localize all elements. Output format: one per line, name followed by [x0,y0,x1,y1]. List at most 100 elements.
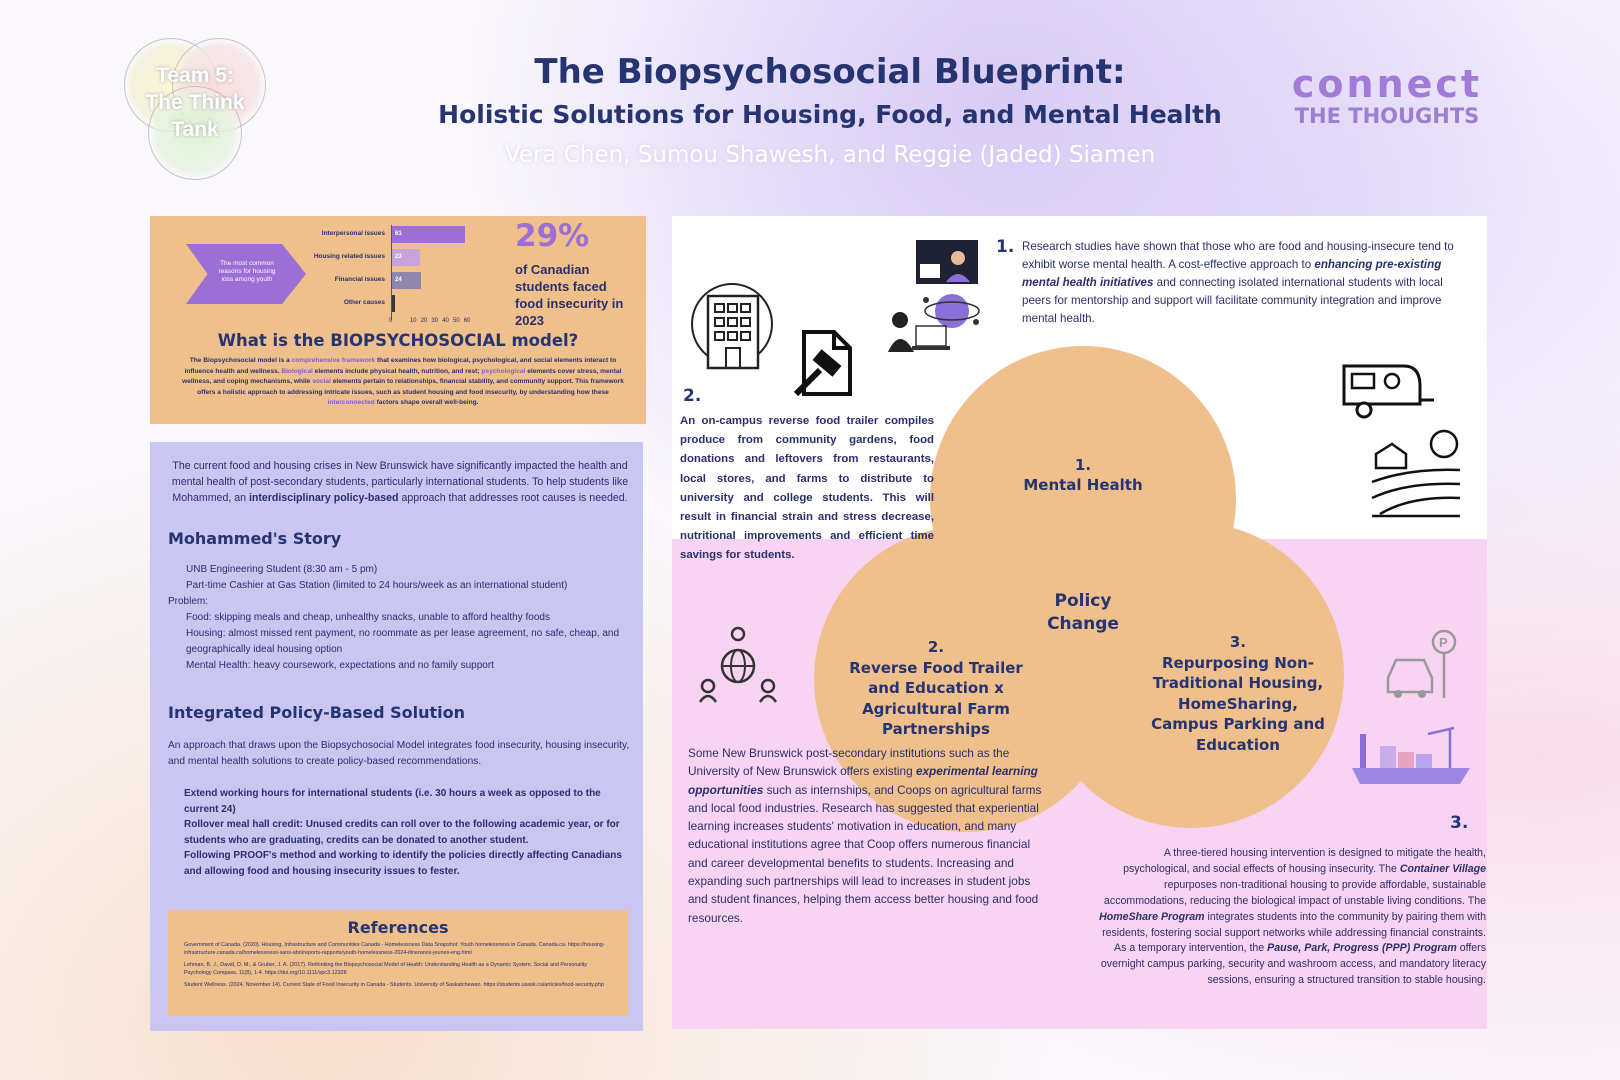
story-line: UNB Engineering Student (8:30 am - 5 pm) [186,564,378,575]
farm-field-icon [1370,428,1462,518]
point3-number: 3. [1450,813,1469,833]
bar: 23 [392,249,420,266]
reference-item: Student Wellness. (2024, November 14). C… [184,982,604,988]
story-line: Part-time Cashier at Gas Station (limite… [186,580,568,591]
point2-paragraph: An on-campus reverse food trailer compil… [680,415,934,562]
brand-line2: THE THOUGHTS [1294,104,1480,128]
story-body: UNB Engineering Student (8:30 am - 5 pm)… [168,562,638,674]
highlight: psychological [481,367,526,375]
text: and connecting isolated international st… [1022,276,1443,325]
venn-circle-housing [1038,522,1344,828]
stat-value: 29% [515,218,590,254]
problem-mental: Mental Health: heavy coursework, expecta… [186,660,494,671]
solution-heading: Integrated Policy-Based Solution [168,703,466,722]
venn-label-2: 2. Reverse Food Trailer and Education x … [846,637,1026,740]
story-heading: Mohammed's Story [168,529,342,548]
problem-food: Food: skipping meals and cheap, unhealth… [186,612,550,623]
highlight: interconnected [327,399,375,406]
brand-line1: connect [1291,62,1483,106]
solution-item: Rollover meal hall credit: Unused credit… [184,819,620,846]
reference-item: Government of Canada. (2020). Housing, I… [184,942,605,956]
heading-part: model? [505,331,579,350]
text: such as internships, and Coops on agricu… [688,782,1042,925]
poster-subtitle: Holistic Solutions for Housing, Food, an… [438,100,1222,129]
cargo-ship-icon [1350,724,1474,790]
emphasis: Pause, Park, Progress (PPP) Program [1267,942,1457,955]
text: factors shape overall well-being. [374,399,479,406]
text: approach that addresses root causes is n… [398,492,628,504]
building-icon [688,282,778,370]
venn-text: Mental Health [1023,476,1143,494]
problem-housing: Housing: almost missed rent payment, no … [186,628,620,655]
highlight: comprehensive framework [291,357,376,364]
team-name: Team 5: The Think Tank [145,64,245,141]
problem-label: Problem: [168,596,209,607]
brand-logo: connect THE THOUGHTS [1282,64,1492,128]
emphasis: enhancing pre-existing mental health ini… [1022,258,1442,289]
venn-center-label: Policy Change [1047,591,1119,634]
text: Some New Brunswick post-secondary instit… [688,746,1010,779]
references-heading: References [347,918,449,937]
text: elements include physical health, nutrit… [312,367,482,375]
solution-list: Extend working hours for international s… [184,786,624,879]
emphasis: experimental learning opportunities [688,764,1038,797]
bar [392,295,395,312]
text: The current food and housing crises in N… [171,460,629,504]
text: integrates students into the community b… [1102,910,1486,955]
biopsych-heading: What is the BIOPSYCHOSOCIAL model? [150,331,646,350]
highlight: Biological [281,367,313,375]
venn-text: Repurposing Non-Traditional Housing, Hom… [1151,653,1325,754]
x-tick-label: 50 [453,318,460,324]
text: Research studies have shown that those w… [1022,240,1454,271]
point1-number: 1. [996,237,1015,257]
video-call-icon [914,238,980,288]
heading-part: What is the [217,331,331,350]
camper-trailer-icon [1334,356,1438,422]
x-tick-label: 60 [463,318,471,324]
solution-item: Following PROOF's method and working to … [184,850,622,877]
poster-title: The Biopsychosocial Blueprint: [534,52,1126,92]
text: elements pertain to relationships, finan… [197,378,624,396]
text: The Biopsychosocial model is a [189,357,292,364]
intro-paragraph: The current food and housing crises in N… [170,458,630,506]
venn-logo-circle [148,86,242,180]
document-hammer-icon [790,330,856,400]
bar: 24 [392,272,421,289]
x-tick-label: 40 [442,318,449,324]
text: elements cover stress, mental wellness, … [182,367,622,386]
venn-num: 2. [927,638,945,656]
bar-category-label: Other causes [343,299,385,306]
authors: Vera Chen, Sumou Shawesh, and Reggie (Ja… [504,142,1156,168]
car-parking-icon: P [1384,628,1460,702]
venn-label-3: 3. Repurposing Non-Traditional Housing, … [1146,632,1330,755]
text: A three-tiered housing intervention is d… [1123,847,1486,875]
heading-bold: BIOPSYCHOSOCIAL [330,331,506,350]
globe-network-icon [918,286,982,336]
bar-category-label: Housing related issues [313,253,385,260]
venn-text: Reverse Food Trailer and Education x Agr… [849,658,1023,739]
laptop-user-icon [882,306,952,358]
bar-category-label: Interpersonal issues [321,230,385,237]
svg-text:P: P [1439,635,1448,650]
text: repurposes non-traditional housing to pr… [1104,878,1486,907]
references-box: References Government of Canada. (2020).… [168,910,628,1016]
bold-text: interdisciplinary policy-based [248,492,399,504]
point1-paragraph: Research studies have shown that those w… [1022,238,1472,328]
bar: 61 [392,226,466,243]
venn-num: 1. [1074,456,1092,474]
community-globe-icon [698,624,778,704]
stat-text: of Canadian students faced food insecuri… [515,262,624,328]
emphasis: HomeShare Program [1099,910,1205,923]
venn-label-1: 1. Mental Health [990,455,1176,495]
venn-num: 3. [1229,633,1247,651]
experiential-paragraph: Some New Brunswick post-secondary instit… [688,744,1048,927]
biopsych-paragraph: The Biopsychosocial model is a comprehen… [180,356,626,409]
team-logo: Team 5: The Think Tank [120,36,270,181]
x-tick-label: 20 [420,318,428,324]
point2-number: 2. [683,386,702,406]
solution-item: Extend working hours for international s… [184,788,601,815]
x-tick-label: 10 [409,318,417,324]
reference-item: Lehman, B. J., David, D. M., & Gruber, J… [184,962,587,976]
x-tick-label: 30 [431,318,439,324]
solution-paragraph: An approach that draws upon the Biopsych… [168,740,630,767]
